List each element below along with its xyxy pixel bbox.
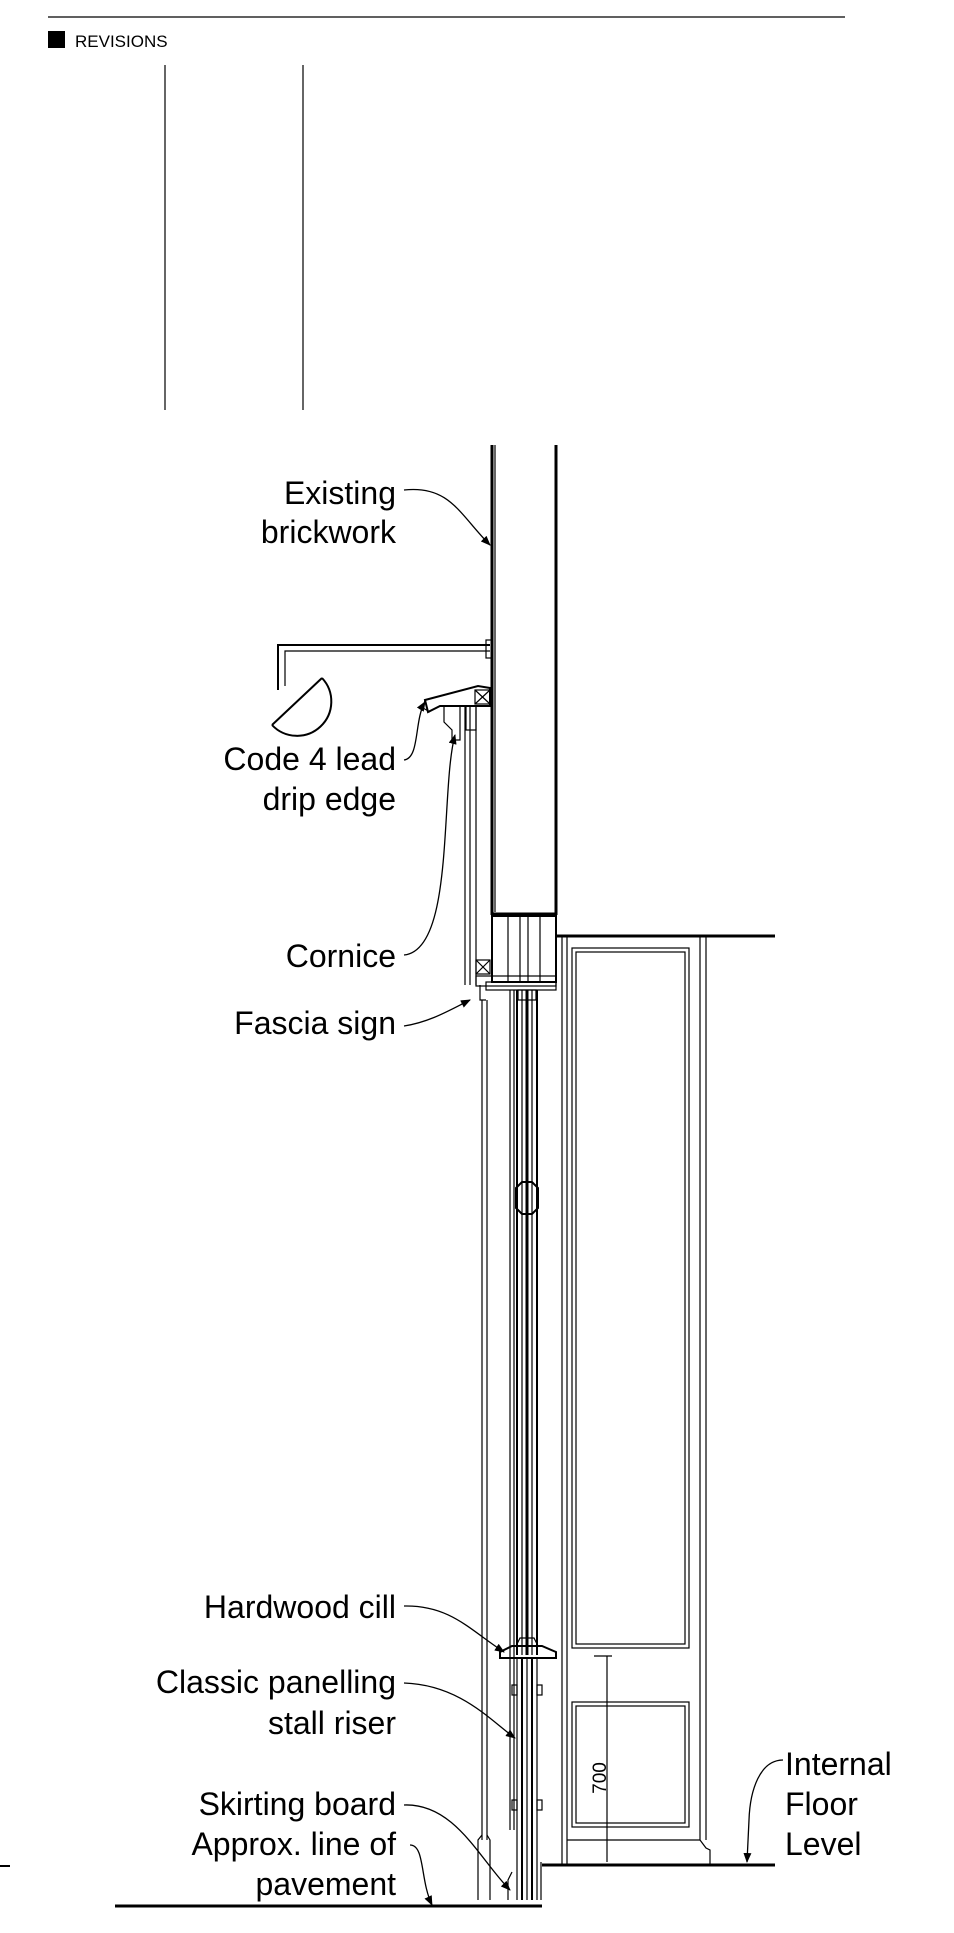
label-lead-drip-line1: Code 4 lead: [223, 741, 396, 777]
floor-lines: [0, 1863, 775, 1908]
leader-existing-brickwork: [403, 488, 491, 546]
pilaster-front: [477, 985, 515, 1900]
annotation-labels: Existing brickwork Code 4 lead drip edge…: [156, 475, 892, 1902]
label-pavement-line1: Approx. line of: [191, 1826, 396, 1862]
glazing-bar-joint: [515, 1181, 539, 1215]
label-fascia-sign: Fascia sign: [234, 1005, 396, 1041]
label-lead-drip-line2: drip edge: [263, 781, 396, 817]
hardwood-cill: [499, 1637, 557, 1659]
leader-cornice: [403, 734, 457, 956]
riser-height-dimension: 700: [590, 1762, 611, 1794]
label-hardwood-cill: Hardwood cill: [204, 1589, 396, 1625]
label-existing-brickwork-line2: brickwork: [261, 514, 397, 550]
label-existing-brickwork-line1: Existing: [284, 475, 396, 511]
window-head: [475, 915, 557, 991]
label-cornice: Cornice: [286, 938, 396, 974]
label-pavement-line2: pavement: [255, 1866, 396, 1902]
riser-dimension: 700: [590, 1655, 612, 1862]
revisions-marker: [48, 31, 65, 48]
label-internal-floor-line1: Internal: [785, 1746, 892, 1782]
leader-fascia-sign: [403, 999, 471, 1027]
revisions-block: REVISIONS: [48, 16, 845, 410]
lamp-bracket: [271, 639, 493, 737]
label-internal-floor-line3: Level: [785, 1826, 862, 1862]
leader-lines: [403, 488, 784, 1906]
leader-hardwood-cill: [403, 1605, 505, 1653]
revisions-heading: REVISIONS: [75, 32, 168, 51]
cornice-assembly: [422, 684, 491, 985]
leader-internal-floor: [743, 1759, 784, 1863]
leader-stall-riser: [403, 1682, 516, 1739]
label-skirting-board: Skirting board: [199, 1786, 396, 1822]
label-stall-riser-line1: Classic panelling: [156, 1664, 396, 1700]
stall-riser: [507, 1658, 543, 1900]
glazing-sash: [515, 989, 539, 1655]
leader-skirting-board: [403, 1804, 511, 1891]
label-internal-floor-line2: Floor: [785, 1786, 858, 1822]
existing-brickwork-wall: [490, 445, 558, 916]
leader-lead-drip: [403, 701, 426, 761]
label-stall-riser-line2: stall riser: [268, 1705, 396, 1741]
leader-pavement: [409, 1844, 433, 1906]
interior-panelling: [556, 934, 775, 1865]
